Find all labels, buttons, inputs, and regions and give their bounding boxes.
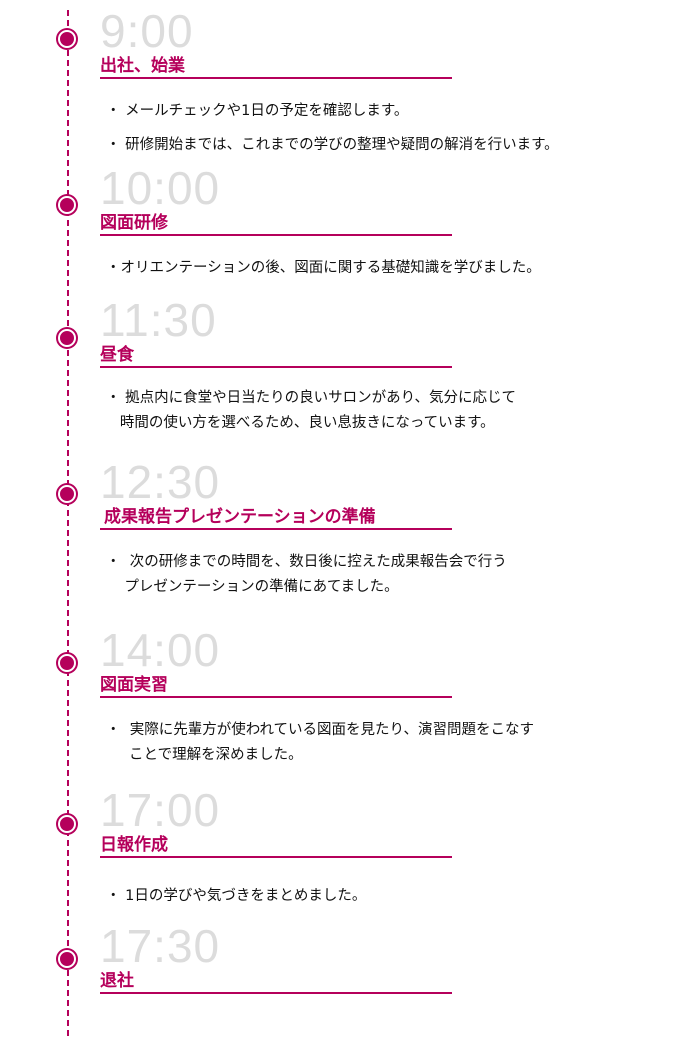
entry-bullets: ・ メールチェックや1日の予定を確認します。 ・ 研修開始までは、これまでの学び… (106, 94, 559, 162)
entry-time: 9:00 (100, 5, 194, 57)
timeline-dot-icon (58, 329, 76, 347)
bullet-text: ・オリエンテーションの後、図面に関する基礎知識を学びました。 (106, 260, 541, 276)
entry-time: 14:00 (100, 624, 221, 676)
entry-title: 図面研修 (100, 213, 452, 236)
timeline-dot-icon (58, 30, 76, 48)
bullet-text: ・ 1日の学びや気づきをまとめました。 (106, 888, 367, 904)
entry-bullets: ・ 1日の学びや気づきをまとめました。 (106, 884, 366, 909)
entry-title: 図面実習 (100, 675, 452, 698)
entry-title: 成果報告プレゼンテーションの準備 (100, 507, 452, 530)
bullet-text: ・ メールチェックや1日の予定を確認します。 (106, 103, 409, 119)
entry-bullets: ・ 拠点内に食堂や日当たりの良いサロンがあり、気分に応じて 時間の使い方を選べる… (106, 386, 516, 436)
entry-bullets: ・オリエンテーションの後、図面に関する基礎知識を学びました。 (106, 256, 541, 281)
bullet-text: ・ 拠点内に食堂や日当たりの良いサロンがあり、気分に応じて (106, 390, 517, 406)
timeline-line (67, 10, 69, 1036)
bullet-text: プレゼンテーションの準備にあてました。 (106, 579, 399, 595)
timeline-dot-icon (58, 485, 76, 503)
bullet-text: ・ 次の研修までの時間を、数日後に控えた成果報告会で行う (106, 554, 507, 570)
entry-title: 昼食 (100, 345, 452, 368)
entry-title: 出社、始業 (100, 56, 452, 79)
entry-bullets: ・ 次の研修までの時間を、数日後に控えた成果報告会で行う プレゼンテーションの準… (106, 550, 507, 600)
bullet-text: ことで理解を深めました。 (106, 747, 303, 763)
bullet-text: ・ 実際に先輩方が使われている図面を見たり、演習問題をこなす (106, 722, 534, 738)
timeline-dot-icon (58, 815, 76, 833)
entry-time: 10:00 (100, 162, 221, 214)
entry-time: 12:30 (100, 456, 221, 508)
entry-bullets: ・ 実際に先輩方が使われている図面を見たり、演習問題をこなす ことで理解を深めま… (106, 718, 534, 768)
bullet-text: ・ 研修開始までは、これまでの学びの整理や疑問の解消を行います。 (106, 137, 559, 153)
entry-title: 日報作成 (100, 835, 452, 858)
timeline-dot-icon (58, 950, 76, 968)
bullet-text: 時間の使い方を選べるため、良い息抜きになっています。 (106, 415, 495, 431)
entry-title: 退社 (100, 971, 452, 994)
timeline-dot-icon (58, 654, 76, 672)
entry-time: 17:30 (100, 920, 221, 972)
entry-time: 11:30 (100, 294, 217, 346)
timeline-dot-icon (58, 196, 76, 214)
entry-time: 17:00 (100, 784, 221, 836)
